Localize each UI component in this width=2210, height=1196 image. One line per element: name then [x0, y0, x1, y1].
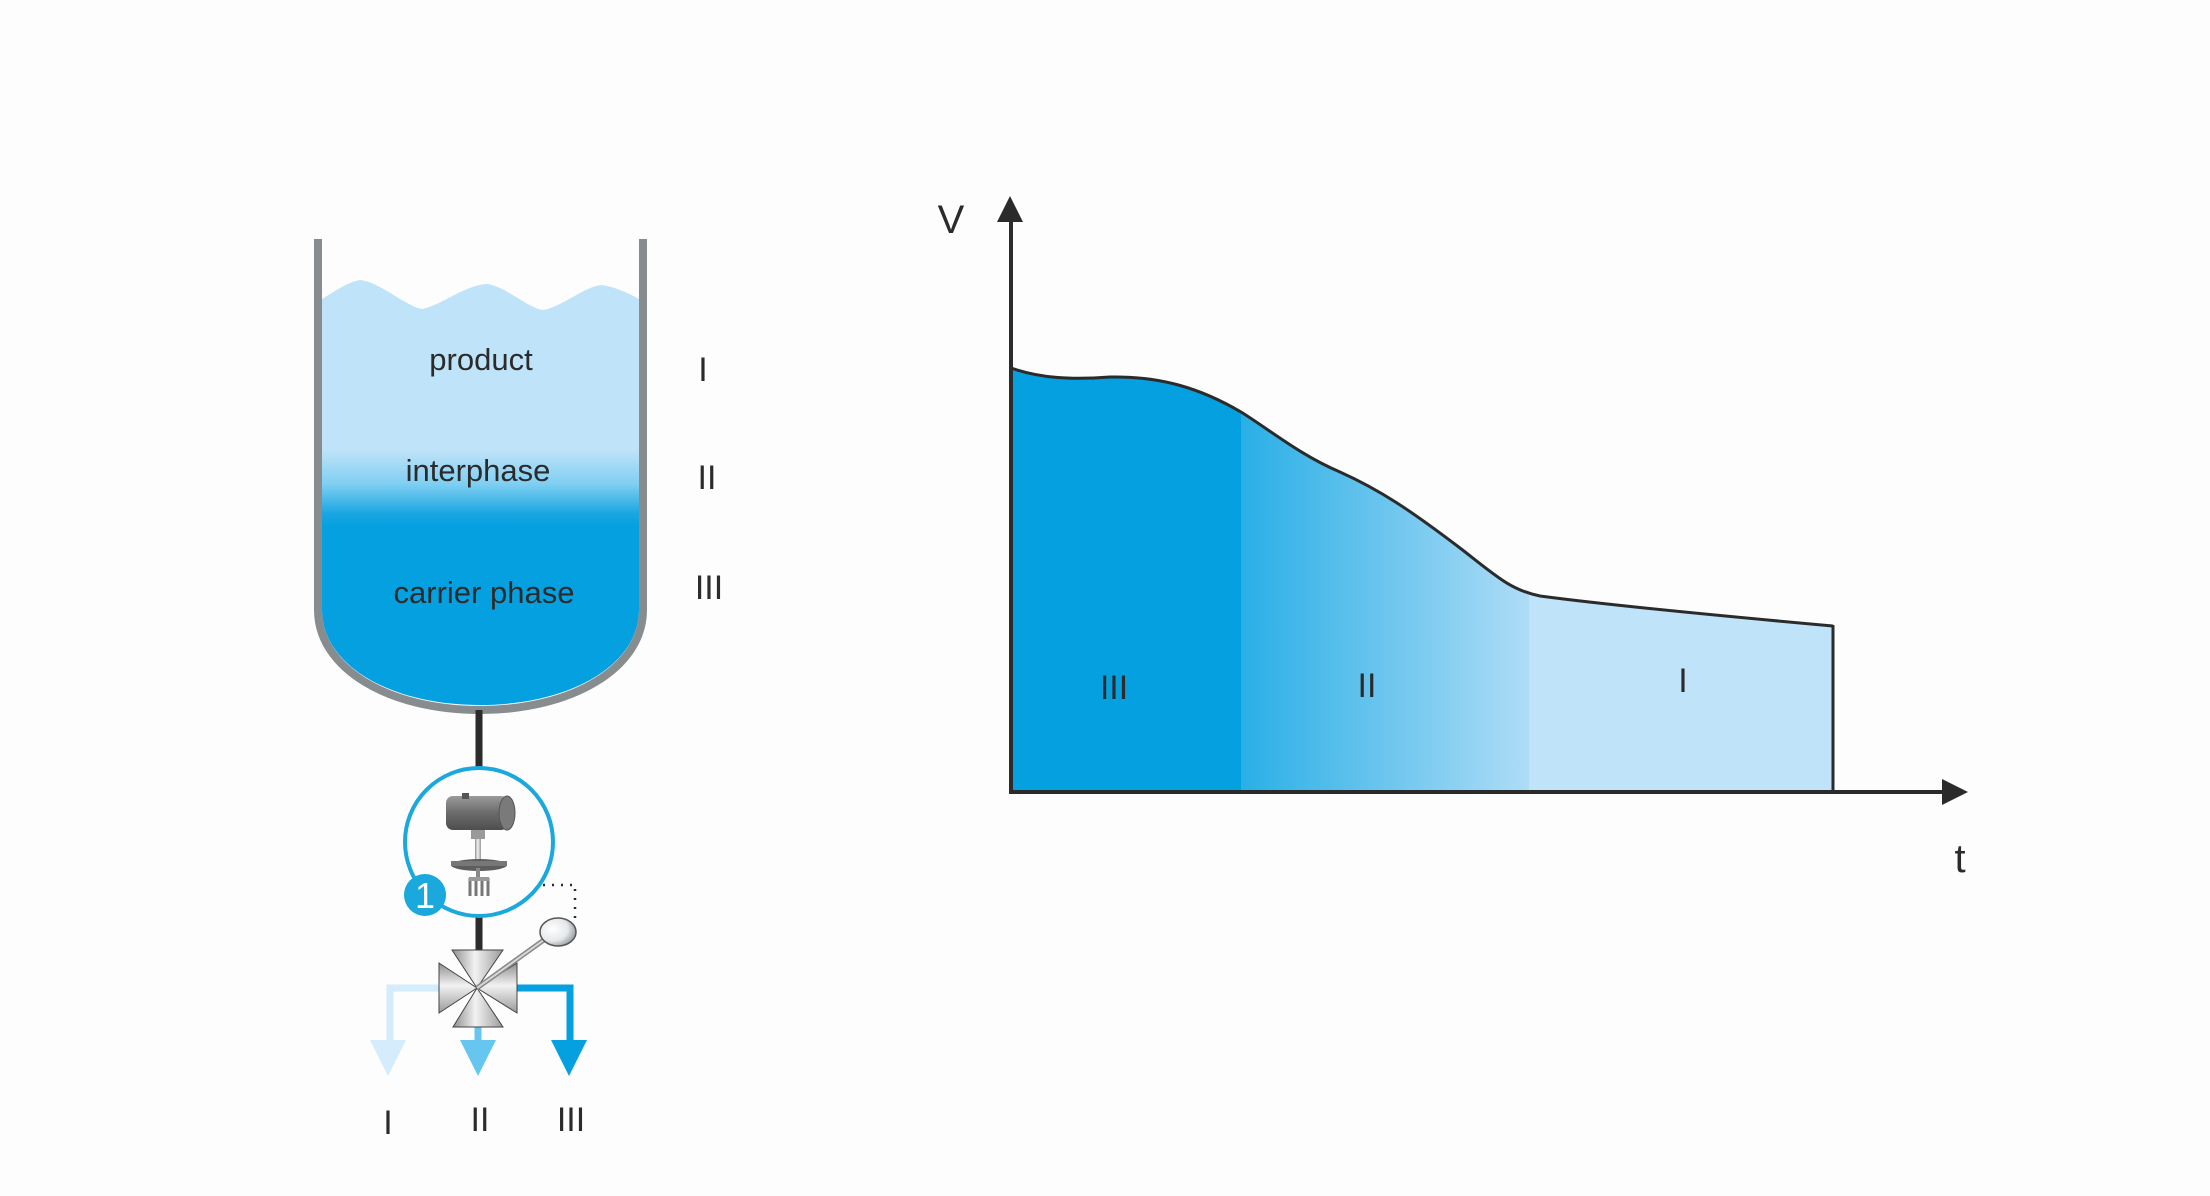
- volume-time-chart: V t III II I: [938, 196, 1968, 881]
- tank-numeral-1: I: [698, 351, 707, 389]
- x-axis-label: t: [1954, 837, 1965, 881]
- sensor-callout: 1: [403, 766, 577, 925]
- sensor-badge: [404, 874, 446, 916]
- y-axis-arrow-icon: [997, 196, 1023, 222]
- layer-label-interphase: interphase: [406, 453, 551, 488]
- tank: product interphase carrier phase: [314, 239, 647, 715]
- chart-region-label-3: III: [1100, 669, 1128, 707]
- region-2: [1241, 368, 1529, 792]
- outlet-numerals: I II III: [383, 1101, 585, 1142]
- outlet-arrow-2: [460, 1040, 496, 1076]
- volume-curve: [1010, 366, 1834, 628]
- outlet-numeral-3: III: [557, 1101, 585, 1139]
- signal-line: [543, 883, 577, 925]
- tank-numeral-3: III: [695, 569, 723, 607]
- tank-liquid: [322, 280, 639, 705]
- outlet-numeral-2: II: [471, 1101, 490, 1139]
- outlet-arrow-3: [551, 1040, 587, 1076]
- outlet-numeral-1: I: [383, 1104, 392, 1142]
- layer-label-carrier-phase: carrier phase: [394, 575, 575, 610]
- tank-numeral-2: II: [698, 459, 717, 497]
- level-sensor-icon: [446, 793, 516, 896]
- x-axis-arrow-icon: [1942, 779, 1968, 805]
- sensor-badge-number: 1: [415, 875, 435, 916]
- tank-layer-numerals: I II III: [695, 351, 723, 607]
- region-1: [1529, 368, 1833, 792]
- chart-region-label-2: II: [1358, 667, 1377, 705]
- outlet-arrow-1: [370, 1040, 406, 1076]
- valve-actuator-ball: [539, 917, 577, 947]
- region-3: [1011, 368, 1241, 792]
- y-axis-label: V: [938, 198, 965, 242]
- outlet-pipes: [370, 984, 587, 1076]
- three-way-valve-icon: [438, 917, 577, 1028]
- chart-region-label-1: I: [1678, 662, 1687, 700]
- layer-label-product: product: [429, 342, 533, 377]
